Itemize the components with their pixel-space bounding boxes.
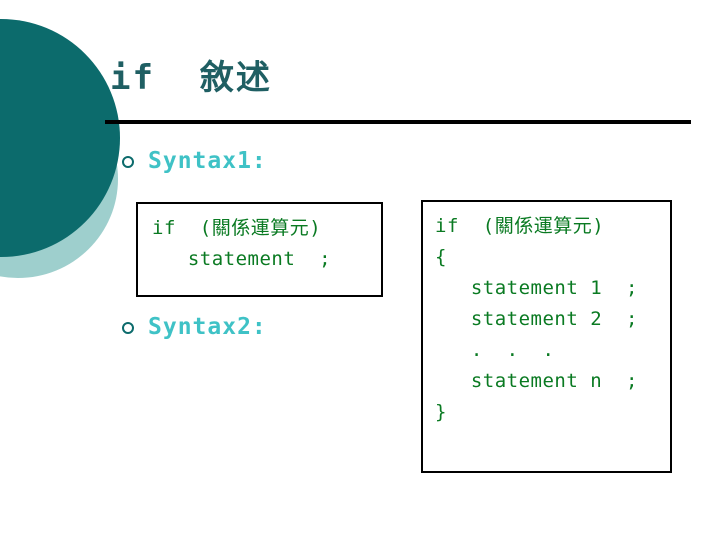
page-title: if 敘述: [110, 58, 272, 98]
code-box-syntax2: if (關係運算元) { statement 1 ; statement 2 ;…: [421, 200, 672, 473]
code-text-syntax2: if (關係運算元) { statement 1 ; statement 2 ;…: [435, 215, 638, 423]
bullet-item-syntax1: Syntax1:: [122, 150, 267, 173]
bullet-item-syntax2: Syntax2:: [122, 316, 267, 339]
bullet-item-label-syntax2: Syntax2:: [148, 314, 267, 340]
code-box-syntax1: if (關係運算元) statement ;: [136, 202, 383, 297]
title-divider: [105, 120, 691, 124]
bullet-circle-icon: [122, 155, 134, 168]
bullet-item-label-syntax1: Syntax1:: [148, 148, 267, 174]
bullet-circle-icon: [122, 321, 134, 334]
code-text-syntax1: if (關係運算元) statement ;: [152, 217, 332, 270]
